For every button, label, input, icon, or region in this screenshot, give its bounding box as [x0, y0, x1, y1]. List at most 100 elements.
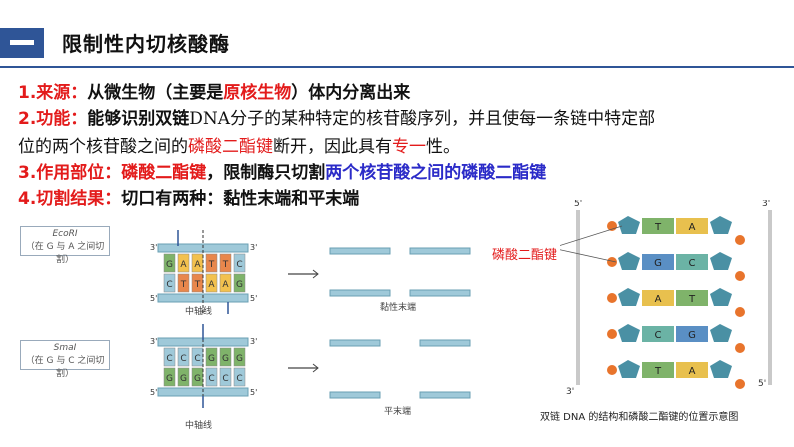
- end-label: 3': [150, 337, 157, 346]
- sugar-right: [710, 324, 732, 342]
- base-letter: T: [654, 366, 662, 377]
- phosphate-right: [735, 271, 745, 281]
- base-top: [219, 347, 232, 367]
- bond-label: 磷酸二酯键: [492, 248, 558, 263]
- base-top: [177, 253, 190, 273]
- base-left: [642, 326, 674, 342]
- base-bottom: [219, 367, 232, 387]
- base-letter: G: [180, 374, 187, 384]
- base-letter: G: [222, 354, 229, 364]
- phosphate-right: [735, 343, 745, 353]
- end-label: 3': [762, 200, 770, 209]
- base-letter: A: [208, 280, 215, 290]
- base-right: [676, 254, 708, 270]
- sugar-right: [710, 252, 732, 270]
- sugar-left: [618, 216, 640, 234]
- end-label: 5': [574, 200, 582, 209]
- base-letter: A: [689, 222, 696, 233]
- arrowhead: [312, 269, 319, 279]
- phosphate-right: [735, 379, 745, 389]
- line-source: 1.来源：从微生物（主要是原核生物）体内分离出来: [18, 83, 411, 103]
- base-bottom: [163, 273, 176, 293]
- base-letter: C: [236, 374, 242, 384]
- base-bottom: [163, 367, 176, 387]
- base-letter: T: [654, 222, 662, 233]
- dash-icon: [10, 40, 34, 45]
- base-bottom: [233, 367, 246, 387]
- base-right: [676, 218, 708, 234]
- base-letter: T: [222, 260, 229, 270]
- page-title: 限制性内切核酸酶: [62, 32, 230, 56]
- base-letter: T: [688, 294, 696, 305]
- base-bottom: [205, 273, 218, 293]
- base-letter: G: [208, 354, 215, 364]
- base-letter: C: [222, 374, 228, 384]
- base-letter: A: [689, 366, 696, 377]
- base-left: [642, 290, 674, 306]
- base-left: [642, 254, 674, 270]
- line-site: 3.作用部位：磷酸二酯键，限制酶只切割两个核苷酸之间的磷酸二酯键: [18, 163, 547, 183]
- phosphate-left: [607, 329, 617, 339]
- base-letter: A: [222, 280, 229, 290]
- fragment-backbone: [329, 339, 381, 347]
- sugar-right: [710, 288, 732, 306]
- fragment-backbone: [409, 289, 471, 297]
- base-left: [642, 218, 674, 234]
- phosphate-left: [607, 365, 617, 375]
- line-result: 4.切割结果：切口有两种：黏性末端和平末端: [18, 189, 360, 209]
- base-letter: T: [194, 280, 201, 290]
- base-left: [642, 362, 674, 378]
- fragment-backbone: [419, 391, 471, 399]
- axis-label-2: 中轴线: [185, 421, 213, 431]
- fragment-backbone: [409, 247, 471, 255]
- end-label: 3': [566, 387, 574, 397]
- base-top: [163, 347, 176, 367]
- base-top: [163, 253, 176, 273]
- base-top: [177, 347, 190, 367]
- phosphate-left: [607, 257, 617, 267]
- phosphate-right: [735, 307, 745, 317]
- sugar-left: [618, 324, 640, 342]
- base-bottom: [219, 273, 232, 293]
- line-function-cont: 位的两个核苷酸之间的磷酸二酯键断开，因此具有专一性。: [18, 137, 460, 157]
- base-letter: C: [655, 330, 662, 341]
- end-label: 3': [250, 243, 257, 252]
- sugar-left: [618, 360, 640, 378]
- line-function: 2.功能：能够识别双链DNA分子的某种特定的核苷酸序列，并且使每一条链中特定部: [18, 109, 656, 129]
- pointer-line: [560, 249, 617, 263]
- base-letter: T: [180, 280, 187, 290]
- fragment-backbone: [329, 247, 391, 255]
- base-letter: C: [166, 354, 172, 364]
- base-letter: G: [654, 258, 662, 269]
- base-letter: C: [689, 258, 696, 269]
- base-right: [676, 290, 708, 306]
- end-label: 3': [250, 337, 257, 346]
- phosphate-left: [607, 293, 617, 303]
- base-letter: C: [194, 354, 200, 364]
- section-badge: [0, 28, 44, 58]
- base-letter: G: [194, 374, 201, 384]
- base-letter: G: [688, 330, 696, 341]
- phosphate-right: [735, 235, 745, 245]
- sugar-right: [710, 216, 732, 234]
- base-top: [219, 253, 232, 273]
- sugar-left: [618, 288, 640, 306]
- base-top: [233, 253, 246, 273]
- base-bottom: [177, 273, 190, 293]
- base-top: [205, 347, 218, 367]
- fragment-backbone: [419, 339, 471, 347]
- figure-caption: 双链 DNA 的结构和磷酸二酯键的位置示意图: [540, 412, 739, 423]
- base-letter: A: [180, 260, 187, 270]
- smai-label: SmaⅠ（在 G 与 C 之间切割）: [20, 340, 110, 379]
- base-top: [205, 253, 218, 273]
- blunt-end-label: 平末端: [384, 407, 412, 417]
- base-letter: G: [166, 374, 173, 384]
- ecori-label: EcoRⅠ（在 G 与 A 之间切割）: [20, 226, 110, 265]
- end-label: 5': [758, 379, 766, 389]
- end-label: 5': [250, 294, 257, 303]
- base-bottom: [177, 367, 190, 387]
